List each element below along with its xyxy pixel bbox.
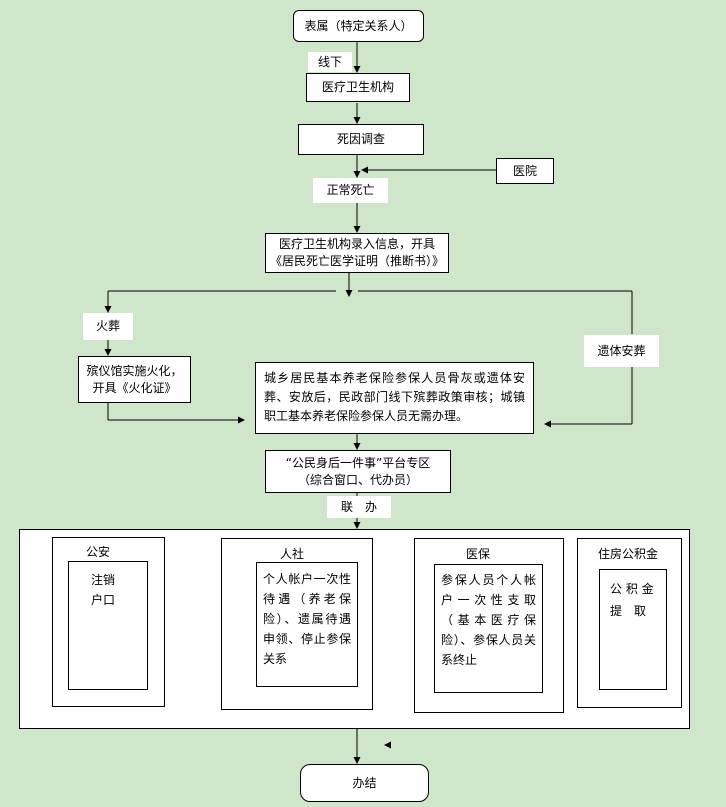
record-info-line2: 《居民死亡医学证明（推断书）》 [269, 254, 444, 268]
dept-housing-fund-title: 住房公积金 [598, 547, 659, 561]
burial-node: 遗体安葬 [584, 335, 659, 367]
funeral-home-node: 殡仪馆实施火化， 开具《火化证》 [78, 356, 191, 403]
dept-medical-insurance-body: 参保人员个人帐户一次性支取（基本医疗保险）、参保人员关系终止 [434, 564, 543, 693]
dept-social-title: 人社 [280, 547, 305, 561]
policy-review-node: 城乡居民基本养老保险参保人员骨灰或遗体安葬、安放后，民政部门线下殡葬政策审核；城… [255, 362, 534, 434]
start-node: 表属（特定关系人） [293, 10, 424, 42]
offline-label: 线下 [308, 52, 352, 72]
hospital-node: 医院 [496, 158, 554, 184]
housing-fund-body-line1: 公 积 金 [610, 582, 654, 596]
joint-label: 联 办 [327, 496, 391, 518]
funeral-home-line1: 殡仪馆实施火化， [86, 363, 183, 378]
platform-node: “公民身后一件事”平台专区 （综合窗口、代办员） [265, 450, 451, 493]
housing-fund-body-line2: 提 取 [610, 604, 647, 618]
record-info-node: 医疗卫生机构录入信息，开具 《居民死亡医学证明（推断书）》 [265, 233, 449, 273]
dept-police-body: 注销 户口 [68, 561, 148, 690]
platform-line1: “公民身后一件事”平台专区 [285, 455, 431, 470]
platform-line2: （综合窗口、代办员） [297, 472, 418, 487]
dept-social-body: 个人帐户一次性待遇（养老保险）、遗属待遇申领、停止参保关系 [256, 562, 358, 687]
dept-medical-insurance-title: 医保 [466, 547, 491, 561]
normal-death-node: 正常死亡 [313, 178, 388, 203]
dept-police-title: 公安 [86, 545, 111, 559]
medical-org-node: 医疗卫生机构 [306, 73, 410, 102]
funeral-home-line2: 开具《火化证》 [92, 380, 177, 395]
police-body-line1: 注销 [91, 573, 116, 587]
done-node: 办结 [300, 764, 429, 802]
death-investigation-node: 死因调查 [298, 124, 424, 155]
record-info-line1: 医疗卫生机构录入信息，开具 [278, 237, 435, 251]
cremation-node: 火葬 [83, 313, 133, 340]
police-body-line2: 户口 [91, 593, 116, 607]
dept-housing-fund-body: 公 积 金 提 取 [599, 569, 667, 690]
